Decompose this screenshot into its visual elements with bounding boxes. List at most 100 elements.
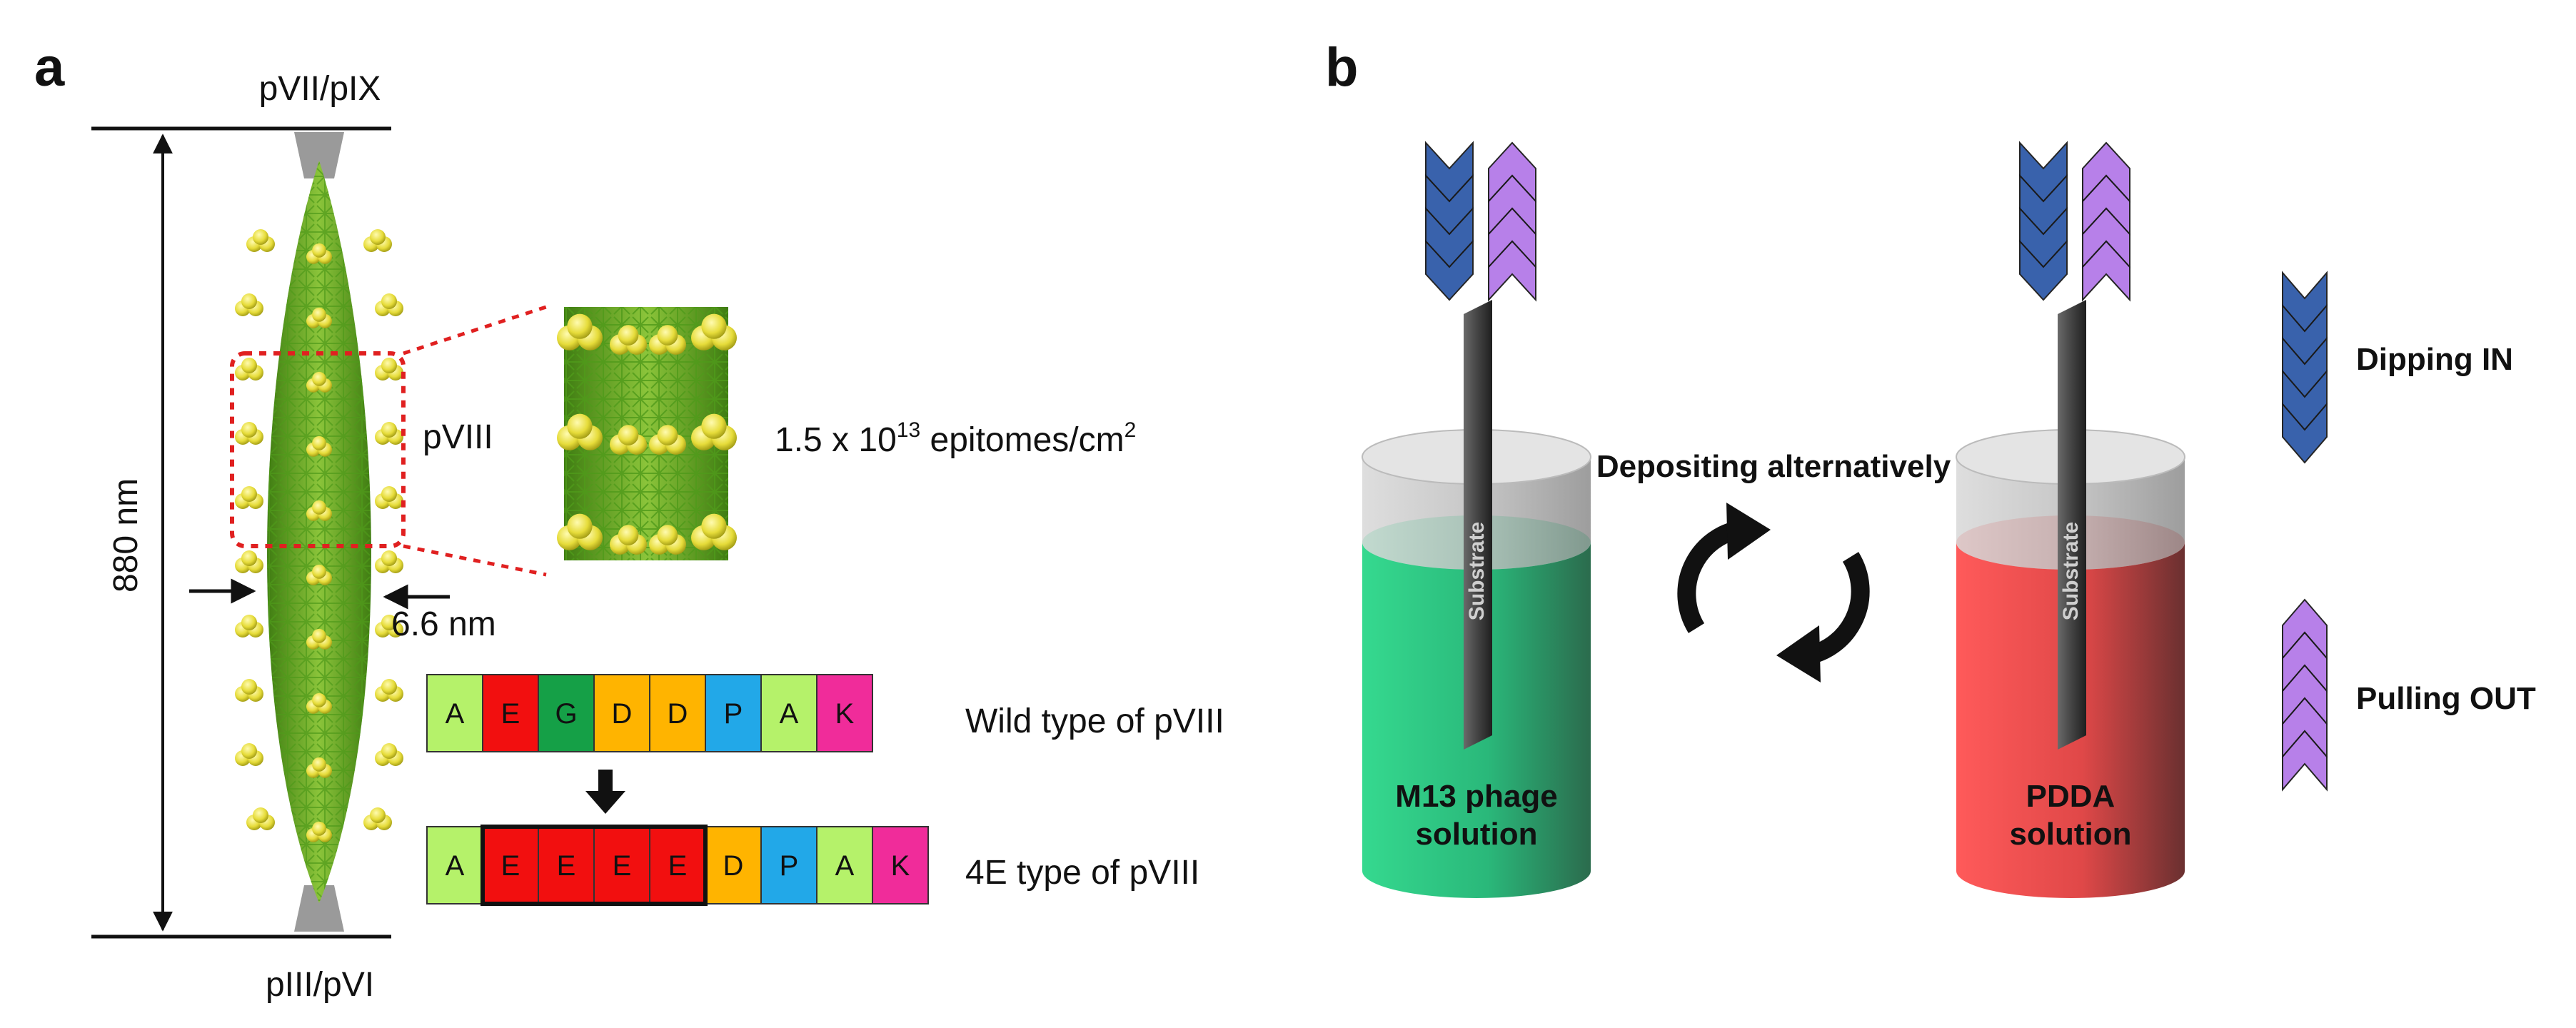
residue-letter: E — [613, 850, 632, 882]
epitope-blob — [235, 358, 263, 381]
residue-letter: A — [835, 850, 855, 882]
width-label: 6.6 nm — [391, 605, 496, 643]
zoom-selection-box — [230, 351, 406, 548]
beaker-m13: Substrate M13 phage solution — [1362, 300, 1591, 898]
epitope-blob — [649, 525, 686, 555]
epitope-blob — [375, 550, 403, 573]
residue-letter: G — [555, 698, 577, 730]
dipping-arrow-stack-2 — [2019, 141, 2068, 301]
epitope-blob — [306, 371, 332, 393]
residue-box — [816, 674, 873, 752]
zoom-guide-bottom — [403, 544, 547, 577]
length-label: 880 nm — [107, 478, 145, 593]
residue-cell: E — [538, 826, 595, 904]
density-unit-exponent: 2 — [1125, 418, 1137, 442]
epitope-blob — [691, 313, 737, 351]
residue-cell: P — [705, 674, 762, 752]
residue-box — [705, 826, 762, 904]
beaker-pdda-label-line2: solution — [2009, 817, 2131, 852]
density-unit: epitomes/cm — [920, 421, 1124, 459]
residue-cell: A — [760, 674, 817, 752]
cycle-arrows-icon — [1677, 503, 1870, 682]
epitope-blob — [610, 425, 647, 455]
residue-letter: E — [557, 850, 576, 882]
residue-box — [593, 826, 650, 904]
residue-box — [816, 826, 873, 904]
residue-cell: G — [538, 674, 595, 752]
residue-box — [538, 826, 595, 904]
residue-box — [426, 674, 483, 752]
epitope-blob — [557, 413, 603, 450]
pulling-arrow-stack-2 — [2082, 141, 2130, 302]
residue-box — [705, 674, 762, 752]
epitope-blob — [610, 525, 647, 555]
down-chevron — [2282, 402, 2328, 464]
residue-letter: D — [612, 698, 633, 730]
epitope-blob — [375, 358, 403, 381]
dipping-arrow-stack-1 — [1425, 141, 1474, 301]
epitope-blob — [375, 743, 403, 766]
residue-letter: E — [501, 850, 520, 882]
residue-cell: E — [482, 674, 539, 752]
mutant-label: 4E type of pVIII — [965, 854, 1199, 892]
substrate-label-2: Substrate — [2059, 522, 2083, 620]
epitope-blob — [557, 513, 603, 550]
residue-letter: E — [668, 850, 688, 882]
residue-cell: A — [426, 826, 483, 904]
residue-cell: D — [705, 826, 762, 904]
residue-letter: A — [780, 698, 799, 730]
residue-letter: K — [835, 698, 855, 730]
beaker-pdda-label-line1: PDDA — [2026, 779, 2115, 814]
down-chevron — [1425, 239, 1474, 301]
residue-cell: E — [593, 826, 650, 904]
up-chevron — [2082, 240, 2130, 302]
phage-top-cap — [294, 132, 344, 178]
residue-box — [872, 826, 929, 904]
legend-pulling-label: Pulling OUT — [2356, 681, 2536, 716]
legend-pulling-icon — [2282, 598, 2328, 792]
phage-particle — [235, 132, 403, 932]
epitope-blob — [306, 243, 332, 264]
epitope-blob — [691, 413, 737, 450]
panel-a-letter: a — [34, 37, 65, 98]
epitope-blob — [306, 628, 332, 650]
down-chevron — [2019, 239, 2068, 301]
epitope-blob — [306, 500, 332, 521]
residue-letter: P — [780, 850, 799, 882]
process-label: Depositing alternatively — [1596, 449, 1951, 484]
residue-letter: P — [724, 698, 743, 730]
residue-letter: D — [668, 698, 688, 730]
epitope-density-label: 1.5 x 1013 epitomes/cm2 — [775, 418, 1136, 459]
epitope-blob — [306, 821, 332, 842]
residue-cell: A — [426, 674, 483, 752]
beaker-pdda: Substrate PDDA solution — [1956, 300, 2185, 898]
up-chevron — [2282, 730, 2328, 792]
residue-box — [760, 674, 817, 752]
epitope-blob — [306, 435, 332, 457]
legend-dipping-label: Dipping IN — [2356, 342, 2513, 377]
zoom-guide-top — [403, 305, 547, 356]
epitope-blob — [363, 229, 392, 252]
phage-bottom-cap — [294, 885, 344, 932]
residue-letter: A — [446, 698, 465, 730]
epitope-blob — [375, 679, 403, 702]
epitope-blob — [235, 615, 263, 638]
phage-epitopes — [235, 229, 403, 842]
up-chevron — [1488, 240, 1536, 302]
residue-letter: E — [501, 698, 520, 730]
epitope-blob — [235, 550, 263, 573]
density-prefix: 1.5 x 10 — [775, 421, 897, 459]
epitope-blob — [363, 807, 392, 830]
epitope-blob — [246, 807, 275, 830]
residue-cell: K — [872, 826, 929, 904]
substrate-label-1: Substrate — [1465, 522, 1489, 620]
epitope-blob — [235, 743, 263, 766]
residue-cell: P — [760, 826, 817, 904]
epitope-blob — [557, 313, 603, 351]
substrate-slide-1 — [1464, 300, 1492, 750]
epitope-blob — [306, 757, 332, 778]
epitope-blob — [610, 325, 647, 355]
residue-cell: D — [649, 674, 706, 752]
